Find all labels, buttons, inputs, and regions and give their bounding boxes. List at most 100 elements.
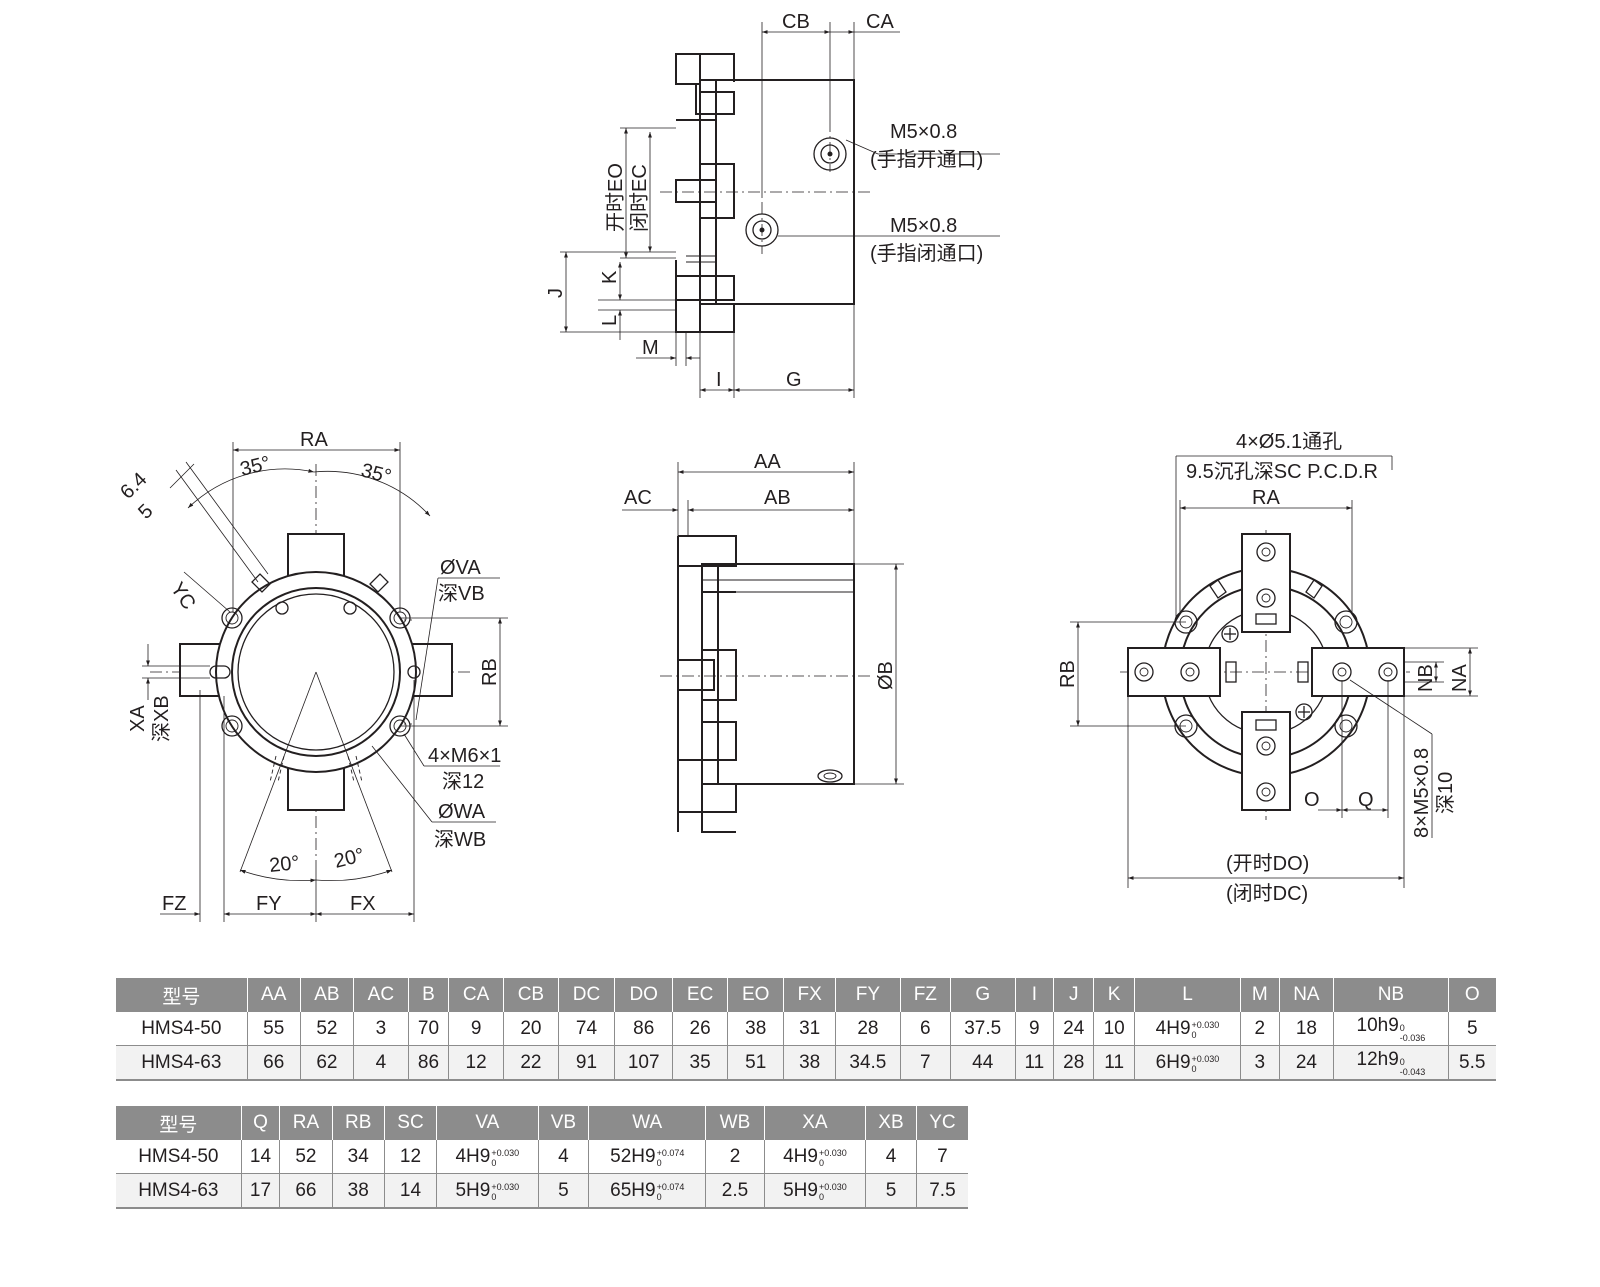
tolerance-upper: +0.030: [818, 1181, 847, 1192]
column-header: AC: [353, 978, 409, 1012]
cell-value: 70: [417, 1017, 440, 1039]
table-cell: 52: [279, 1140, 333, 1174]
table-cell: 11: [1015, 1045, 1054, 1081]
column-header: XB: [865, 1106, 917, 1140]
column-header: YC: [916, 1106, 968, 1140]
column-header: RA: [279, 1106, 333, 1140]
cell-value: 24: [1295, 1051, 1317, 1073]
cell-value: 5: [885, 1179, 897, 1201]
cell-value: 52: [316, 1017, 338, 1039]
right-view: 4×Ø5.1通孔 9.5沉孔深SC P.C.D.R RA: [1057, 430, 1478, 905]
cell-value: 7: [937, 1145, 948, 1167]
cell-value: 66: [263, 1051, 285, 1073]
column-header: EO: [727, 978, 785, 1012]
right-jaw-top: [1241, 533, 1291, 633]
cell-value: 51: [745, 1051, 767, 1073]
tolerance-upper: +0.074: [656, 1181, 685, 1192]
table-cell: 107: [614, 1045, 674, 1081]
m6-thread-label: 4×M6×1: [428, 745, 501, 767]
column-header: 型号: [116, 978, 248, 1012]
column-header: L: [1134, 978, 1242, 1012]
left-bore-inner: [237, 593, 395, 751]
table-cell: 12: [384, 1140, 438, 1174]
tolerance-lower: 0: [818, 1191, 824, 1202]
dim-xa-label: XA: [127, 705, 149, 732]
cell-value: HMS4-50: [141, 1017, 222, 1039]
tolerance-upper: +0.074: [656, 1147, 685, 1158]
table-cell: 86: [408, 1045, 450, 1081]
table-cell: 38: [332, 1173, 385, 1209]
table-cell: 35: [672, 1045, 728, 1081]
table-cell: 2.5: [705, 1173, 765, 1209]
dim-g-label: G: [786, 369, 802, 391]
tolerance-upper: +0.030: [1191, 1053, 1220, 1064]
table-cell: 4: [353, 1045, 409, 1081]
cell-value: 38: [799, 1051, 821, 1073]
cell-value: 4: [375, 1051, 387, 1073]
dim-6-4-label: 6.4: [116, 468, 151, 503]
angle-35-right-label: 35°: [359, 460, 394, 489]
table-cell: 24: [1053, 1012, 1095, 1046]
cell-value: 55: [263, 1017, 285, 1039]
table-cell: 31: [783, 1012, 836, 1046]
dim-na-label: NA: [1449, 664, 1471, 692]
table-cell: 4: [538, 1140, 590, 1174]
tolerance-upper: +0.030: [818, 1147, 847, 1158]
tolerance: 0-0.036: [1400, 1023, 1426, 1043]
table-cell: 5: [538, 1173, 590, 1209]
cell-value: 44: [972, 1051, 994, 1073]
cell-value: 2: [1254, 1017, 1266, 1039]
top-view: M5×0.8 (手指开通口) M5×0.8 (手指闭通口) CB CA 开时EO…: [545, 11, 1000, 398]
cell-value: 5H9: [455, 1179, 491, 1201]
middle-body: [717, 563, 855, 785]
column-header: M: [1240, 978, 1280, 1012]
dim-l-label: L: [599, 315, 621, 326]
cell-value: 91: [575, 1051, 598, 1073]
close-port-name-label: (手指闭通口): [870, 242, 983, 265]
hole-note-label: 4×Ø5.1通孔: [1236, 430, 1342, 453]
column-header: AA: [247, 978, 301, 1012]
m6-depth-label: 深12: [442, 770, 484, 793]
table-cell: 34.5: [835, 1045, 901, 1081]
cell-value: 65H9: [610, 1179, 656, 1201]
tolerance-upper: 0: [1399, 1056, 1405, 1067]
table-cell: 26: [672, 1012, 728, 1046]
table-cell: 28: [1053, 1045, 1095, 1081]
table-cell: 28: [835, 1012, 901, 1046]
cell-value: 52: [295, 1145, 317, 1167]
cell-value: 7: [920, 1051, 931, 1073]
column-header: I: [1015, 978, 1054, 1012]
cell-value: 7.5: [929, 1179, 956, 1201]
column-header: WB: [705, 1106, 765, 1140]
cell-value: 52H9: [610, 1145, 656, 1167]
dim-vb-label: 深VB: [438, 582, 485, 605]
cell-value: 10h9: [1356, 1014, 1399, 1036]
column-header: NB: [1333, 978, 1449, 1012]
table-cell: HMS4-63: [116, 1045, 248, 1081]
table-cell: 91: [558, 1045, 616, 1081]
left-dim-rb-label: RB: [479, 658, 501, 686]
open-port-thread-label: M5×0.8: [890, 121, 957, 143]
tolerance-upper: +0.030: [491, 1147, 520, 1158]
tolerance-lower: 0: [491, 1157, 497, 1168]
cell-value: 12: [399, 1145, 422, 1167]
dim-va-label: ØVA: [440, 557, 481, 579]
angle-20-right-label: 20°: [332, 844, 367, 873]
column-header: WA: [588, 1106, 707, 1140]
cell-value: 4H9: [783, 1145, 818, 1167]
cell-value: HMS4-63: [138, 1179, 219, 1201]
right-jaw-right: [1311, 647, 1405, 697]
angle-35-left-label: 35°: [238, 452, 273, 481]
table-cell: 24: [1279, 1045, 1335, 1081]
dim-dc-label: (闭时DC): [1226, 882, 1308, 905]
cell-value: 28: [1063, 1051, 1085, 1073]
table-cell: 7: [900, 1045, 951, 1081]
right-jaw-bottom: [1241, 711, 1291, 811]
